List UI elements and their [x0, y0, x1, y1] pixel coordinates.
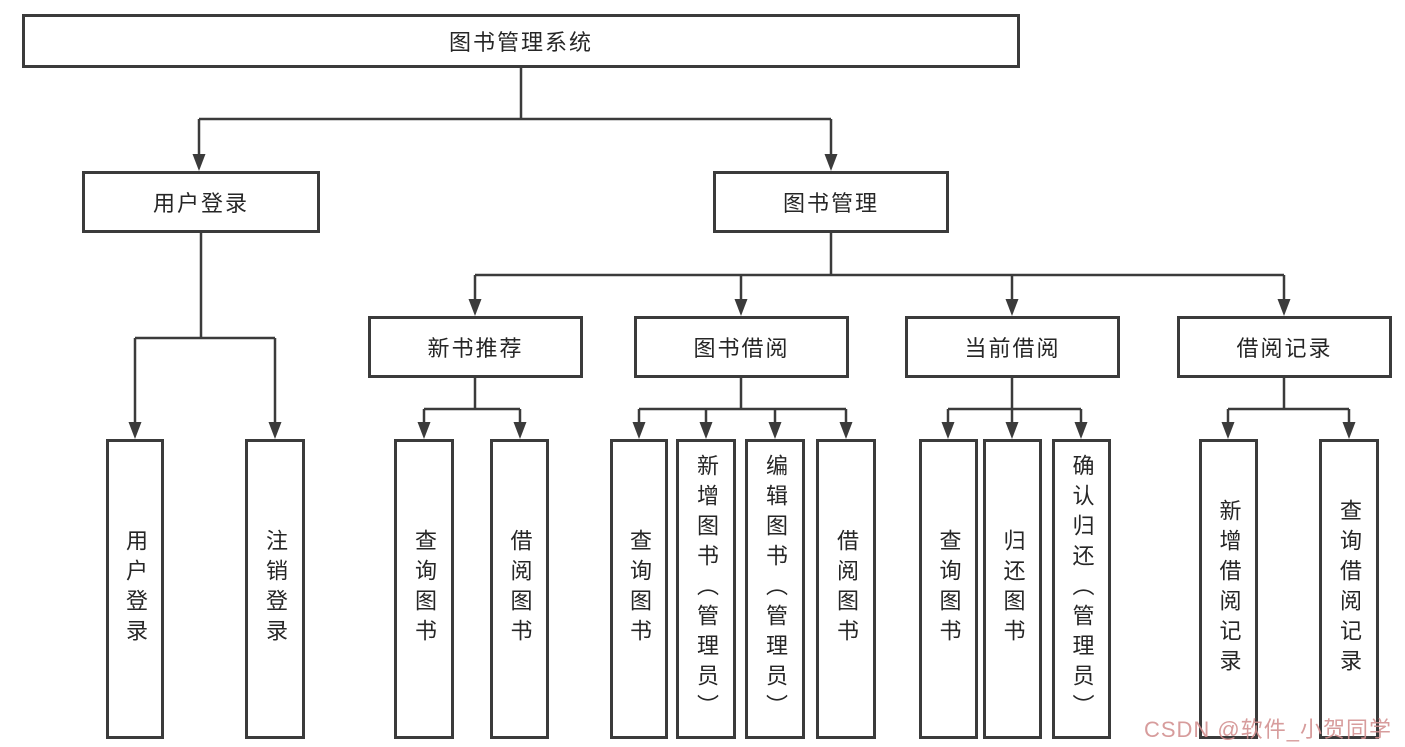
node-book-borrowing: 图书借阅 — [634, 316, 849, 378]
leaf-user-login: 用户登录 — [106, 439, 164, 739]
node-current-borrowing: 当前借阅 — [905, 316, 1120, 378]
leaf-add-borrow-record: 新增借阅记录 — [1199, 439, 1258, 739]
leaf-return-book: 归还图书 — [983, 439, 1042, 739]
leaf-borrow-books-recommend: 借阅图书 — [490, 439, 549, 739]
leaf-borrow-books-borrowing: 借阅图书 — [816, 439, 876, 739]
leaf-query-books-borrowing: 查询图书 — [610, 439, 668, 739]
leaf-confirm-return-admin: 确认归还（管理员） — [1052, 439, 1111, 739]
node-root: 图书管理系统 — [22, 14, 1020, 68]
arrowhead-icons — [128, 154, 1356, 439]
leaf-add-book-admin: 新增图书（管理员） — [676, 439, 736, 739]
leaf-query-borrow-record: 查询借阅记录 — [1319, 439, 1379, 739]
node-user-login: 用户登录 — [82, 171, 320, 233]
node-book-management: 图书管理 — [713, 171, 949, 233]
leaf-edit-book-admin: 编辑图书（管理员） — [745, 439, 805, 739]
node-new-book-recommendation: 新书推荐 — [368, 316, 583, 378]
node-borrowing-records: 借阅记录 — [1177, 316, 1392, 378]
watermark: CSDN @软件_小贺同学 — [1143, 717, 1392, 742]
leaf-query-books-recommend: 查询图书 — [394, 439, 454, 739]
leaf-query-books-current: 查询图书 — [919, 439, 978, 739]
leaf-logout: 注销登录 — [245, 439, 305, 739]
